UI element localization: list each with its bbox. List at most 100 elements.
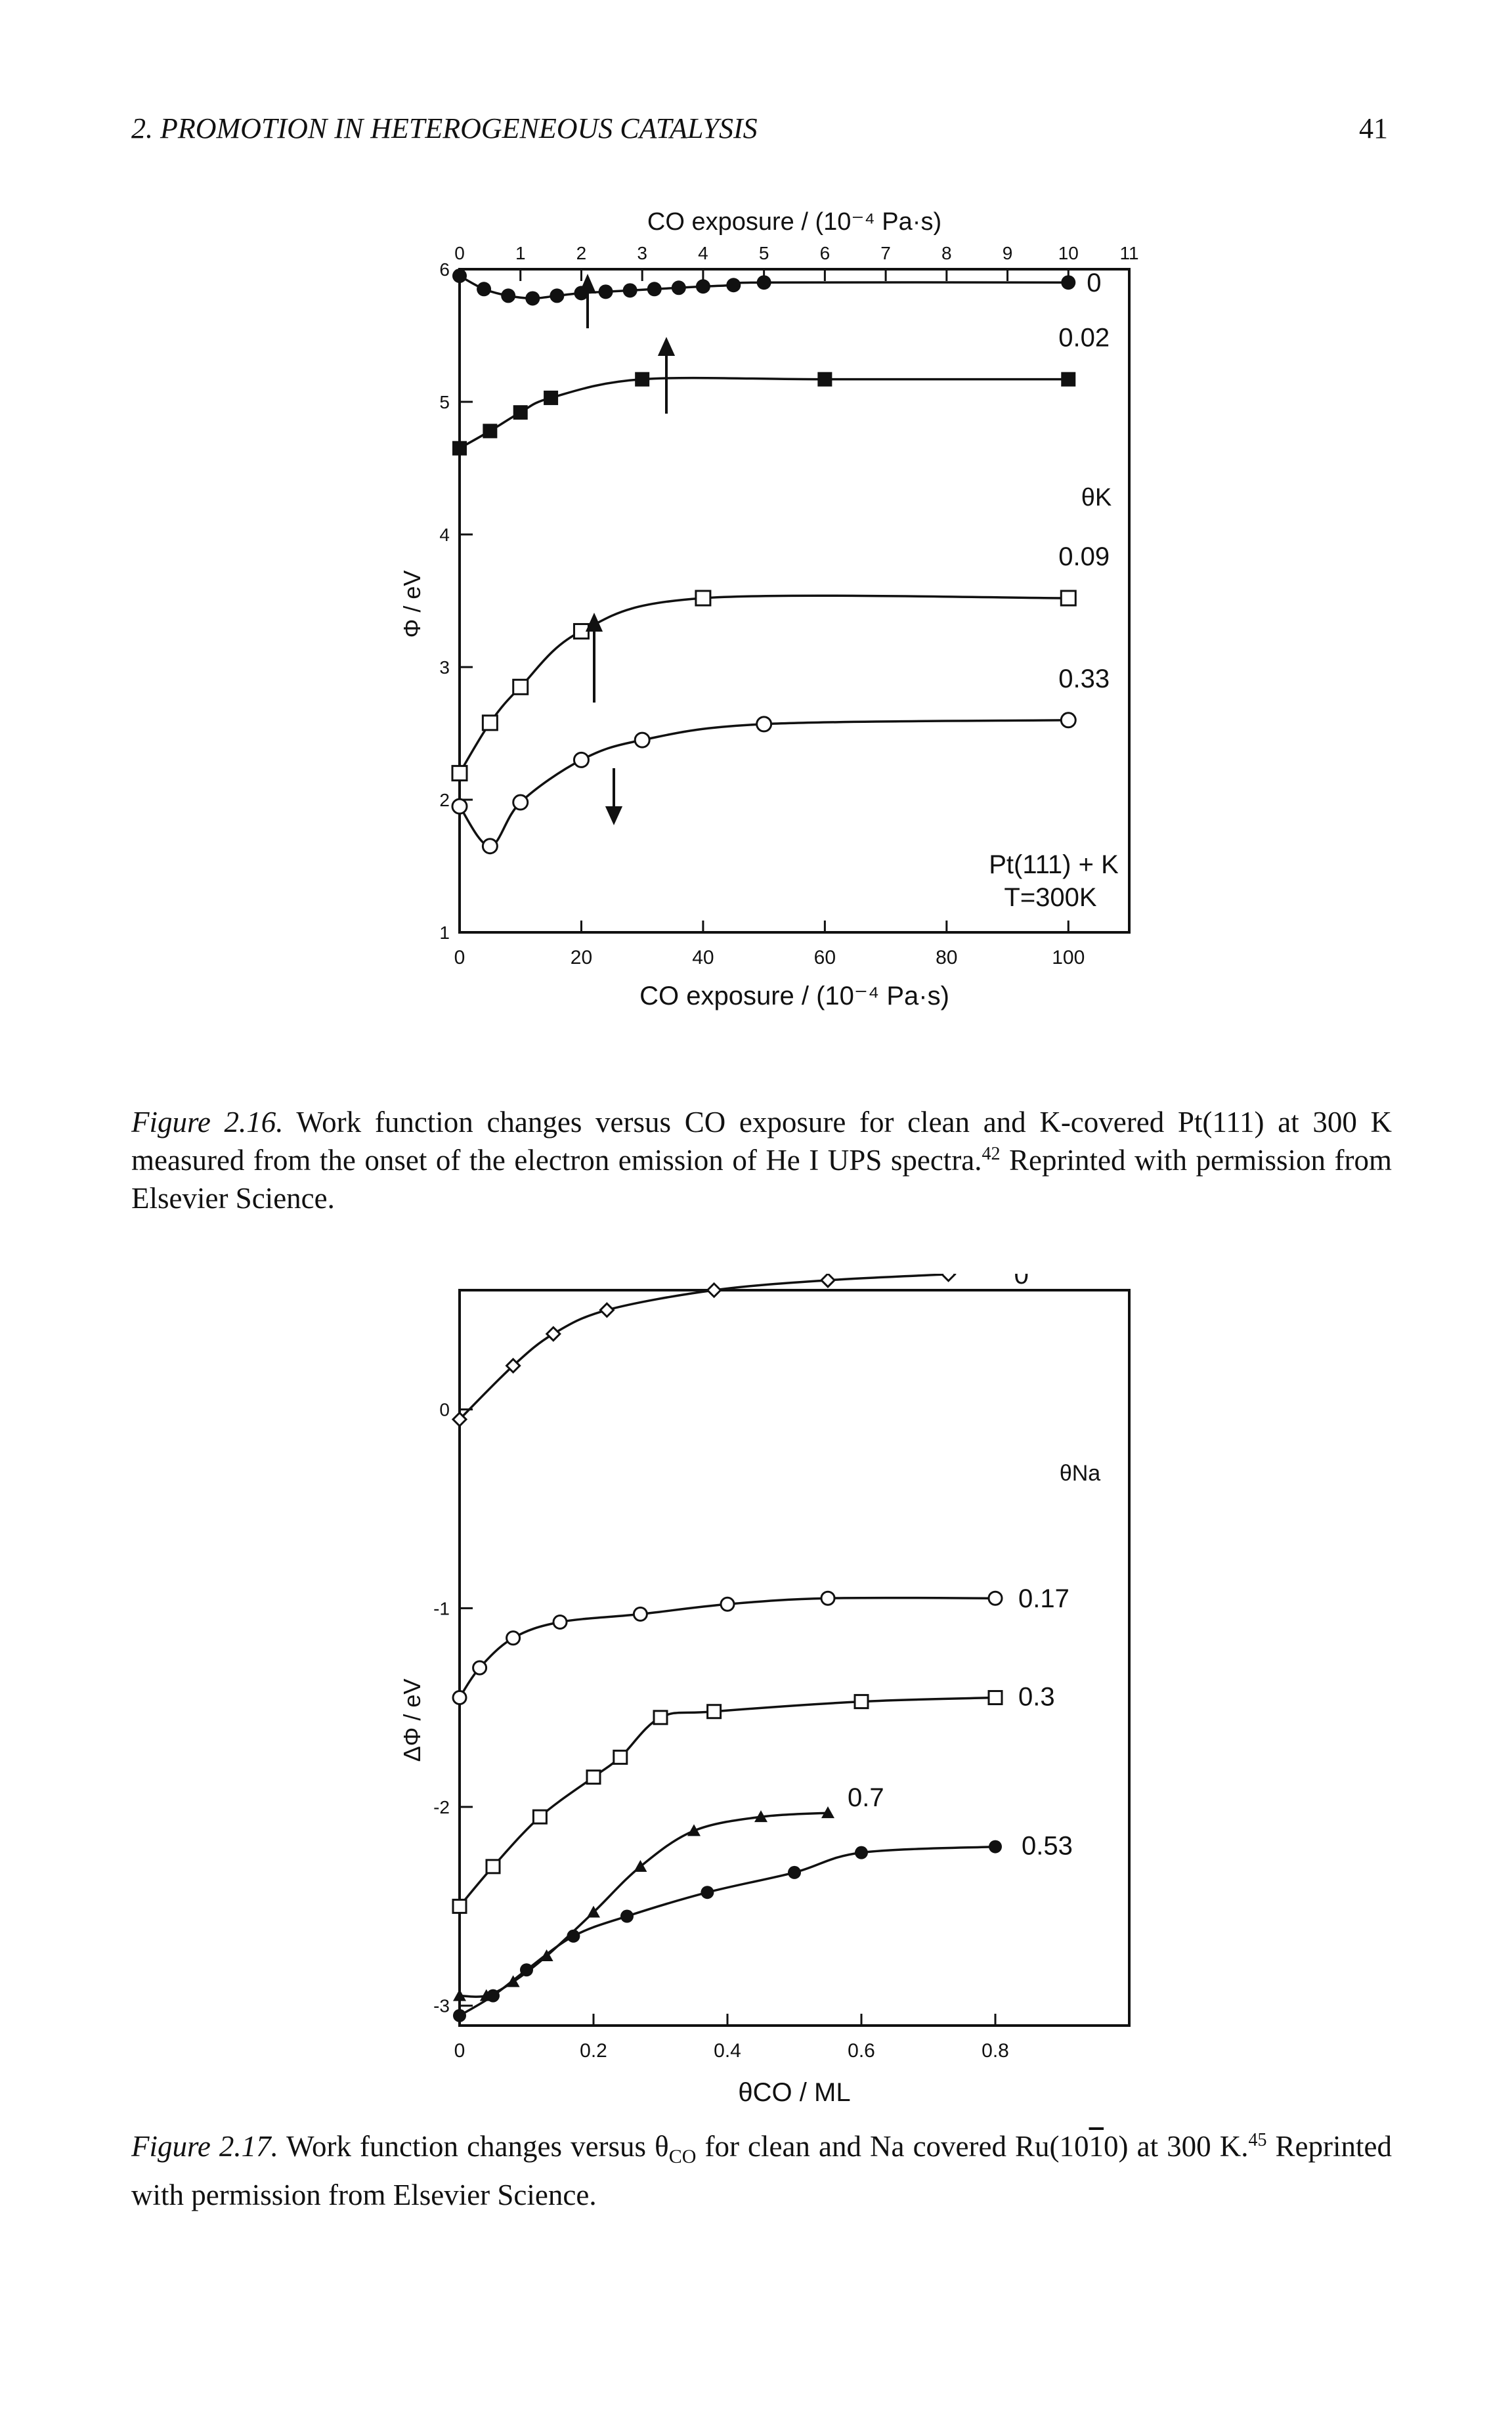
series-label-3: 0.33	[1058, 664, 1110, 693]
y-axis-title: Φ / eV	[399, 571, 425, 638]
arrow-1-head	[578, 273, 597, 293]
data-point-0	[525, 291, 540, 306]
data-point-1	[452, 441, 467, 456]
data-point-2	[1060, 590, 1077, 607]
caption-sub: CO	[668, 2146, 697, 2167]
y-tick-label: -1	[433, 1598, 450, 1618]
x2-tick-label: 6	[820, 243, 831, 263]
data-point-4	[486, 1989, 500, 2003]
data-point-2	[853, 1694, 869, 1710]
data-point-0	[622, 283, 637, 298]
data-point-0	[819, 1274, 836, 1288]
data-point-1	[635, 372, 650, 387]
running-head: 2. PROMOTION IN HETEROGENEOUS CATALYSIS	[131, 112, 758, 144]
annotation-line-1: Pt(111) + K	[989, 850, 1119, 879]
data-point-3	[453, 1989, 466, 2001]
series-label-2: 0.3	[1018, 1683, 1055, 1712]
x-tick-label: 0.6	[848, 2040, 875, 2062]
data-point-3	[821, 1806, 834, 1819]
x-tick-label: 20	[571, 947, 592, 968]
data-point-0	[452, 269, 467, 284]
data-point-0	[756, 275, 771, 290]
x-tick-label: 60	[814, 947, 836, 968]
series-label-4: 0.53	[1022, 1832, 1073, 1861]
data-point-2	[532, 1809, 548, 1825]
data-point-2	[451, 765, 468, 782]
arrow-4-head	[585, 613, 603, 632]
x2-tick-label: 10	[1058, 243, 1079, 263]
x2-tick-label: 0	[454, 243, 465, 263]
data-point-0	[501, 288, 516, 303]
arrow-5-head	[605, 806, 623, 825]
x2-tick-label: 4	[698, 243, 708, 263]
data-point-0	[505, 1357, 521, 1374]
series-line-3	[458, 719, 1069, 848]
x-axis-title: CO exposure / (10⁻⁴ Pa·s)	[639, 982, 949, 1010]
caption-tail: Reprinted with permission from Elsevier …	[131, 2130, 1392, 2211]
caption-tail: Reprinted with permission from Elsevier …	[131, 1144, 1392, 1215]
x-tick-label: 0.8	[982, 2040, 1009, 2062]
data-point-2	[452, 1898, 467, 1914]
caption-ref: 45	[1248, 2130, 1267, 2150]
data-point-0	[671, 280, 686, 295]
y-axis-title: ΔΦ / eV	[399, 1679, 425, 1762]
data-point-1	[987, 1590, 1003, 1606]
caption-post: 0) at 300 K.	[1104, 2130, 1249, 2163]
data-point-2	[987, 1690, 1003, 1706]
data-point-0	[726, 278, 741, 293]
data-point-1	[632, 1606, 648, 1622]
data-point-2	[695, 590, 712, 607]
x2-tick-label: 8	[941, 243, 952, 263]
data-point-0	[647, 282, 662, 297]
data-point-0	[706, 1282, 722, 1299]
figure-2-17-caption: Figure 2.17. Work function changes versu…	[131, 2127, 1392, 2214]
caption-label: Figure 2.16.	[131, 1106, 284, 1139]
data-point-0	[940, 1274, 957, 1282]
data-point-1	[513, 405, 528, 420]
data-point-1	[820, 1590, 836, 1606]
data-point-0	[451, 1411, 468, 1427]
series-line-0	[458, 1274, 949, 1420]
data-point-3	[587, 1905, 600, 1918]
data-point-3	[451, 798, 468, 815]
data-point-1	[483, 423, 498, 439]
data-point-4	[453, 2008, 466, 2022]
data-point-0	[598, 284, 613, 299]
caption-text: Work function changes versus CO exposure…	[131, 1106, 1392, 1177]
data-point-3	[756, 716, 773, 733]
caption-label: Figure 2.17.	[131, 2130, 278, 2163]
data-point-4	[620, 1909, 634, 1923]
series-line-1	[458, 1596, 996, 1699]
series-label-3: 0.7	[848, 1783, 884, 1812]
series-line-4	[459, 1845, 996, 2017]
caption-overbar-digit: 1	[1089, 2130, 1104, 2163]
data-point-3	[1060, 712, 1077, 729]
data-point-0	[477, 282, 492, 297]
data-point-0	[545, 1326, 561, 1342]
data-point-1	[544, 390, 559, 405]
series-line-2	[458, 1696, 996, 1907]
legend-title: θK	[1081, 484, 1112, 511]
data-point-3	[634, 1859, 647, 1872]
plot-frame	[458, 268, 1131, 934]
caption-ref: 42	[982, 1144, 1001, 1164]
y-tick-label: 1	[439, 922, 450, 943]
caption-pre: Work function changes versus θ	[278, 2130, 669, 2163]
annotation-line-2: T=300K	[1004, 883, 1097, 912]
series-label-0: 0	[1014, 1274, 1029, 1290]
legend-title: θNa	[1060, 1461, 1100, 1486]
data-point-4	[855, 1846, 868, 1859]
x-tick-label: 0	[454, 2040, 465, 2062]
series-label-1: 0.17	[1018, 1584, 1069, 1613]
x-tick-label: 40	[692, 947, 714, 968]
data-point-0	[1061, 275, 1076, 290]
y-tick-label: 5	[439, 392, 450, 412]
data-point-3	[512, 794, 529, 811]
x2-tick-label: 9	[1003, 243, 1013, 263]
series-label-0: 0	[1087, 269, 1101, 297]
data-point-4	[520, 1963, 533, 1977]
plot-frame	[458, 1289, 1131, 2027]
data-point-3	[540, 1949, 553, 1962]
